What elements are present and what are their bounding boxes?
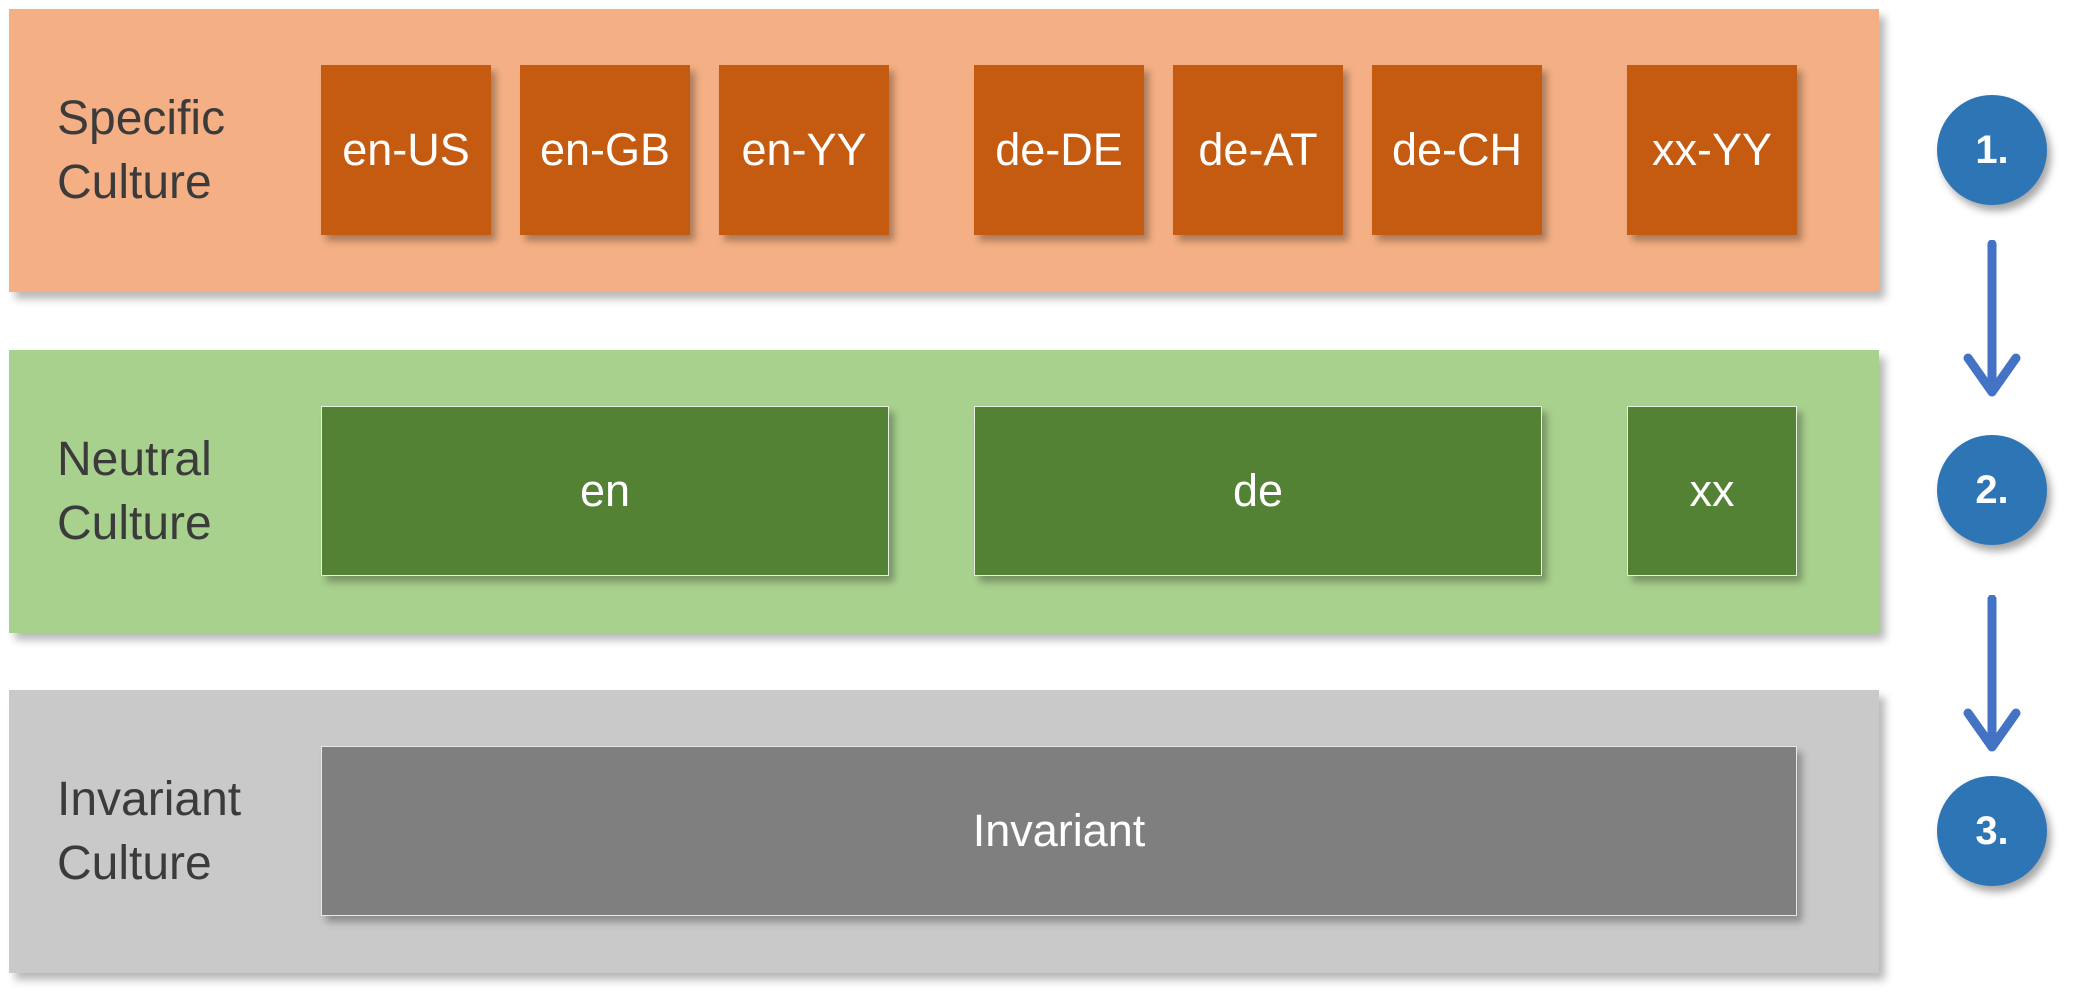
- band-label-line2: Culture: [57, 497, 212, 550]
- culture-box-en: en: [321, 406, 889, 576]
- invariant-culture-band: Invariant Culture Invariant: [9, 690, 1879, 973]
- culture-box-de: de: [974, 406, 1542, 576]
- culture-box-de-de: de-DE: [974, 65, 1144, 235]
- neutral-culture-band: Neutral Culture en de xx: [9, 350, 1879, 633]
- culture-box-de-at: de-AT: [1173, 65, 1343, 235]
- band-label-line1: Invariant: [57, 773, 242, 826]
- culture-box-xx: xx: [1627, 406, 1797, 576]
- invariant-culture-label: Invariant Culture: [57, 768, 241, 896]
- step-2-circle: 2.: [1937, 435, 2047, 545]
- down-arrow-icon: [1963, 595, 2021, 752]
- culture-box-en-gb: en-GB: [520, 65, 690, 235]
- culture-box-xx-yy: xx-YY: [1627, 65, 1797, 235]
- band-label-line1: Specific: [57, 92, 226, 145]
- culture-box-de-ch: de-CH: [1372, 65, 1542, 235]
- step-3-circle: 3.: [1937, 776, 2047, 886]
- culture-box-en-us: en-US: [321, 65, 491, 235]
- culture-box-en-yy: en-YY: [719, 65, 889, 235]
- step-1-circle: 1.: [1937, 95, 2047, 205]
- neutral-culture-label: Neutral Culture: [57, 428, 212, 556]
- down-arrow-icon: [1963, 240, 2021, 397]
- specific-culture-label: Specific Culture: [57, 87, 225, 215]
- specific-culture-band: Specific Culture en-US en-GB en-YY de-DE…: [9, 9, 1879, 292]
- culture-box-invariant: Invariant: [321, 746, 1797, 916]
- band-label-line1: Neutral: [57, 433, 212, 486]
- band-label-line2: Culture: [57, 156, 212, 209]
- band-label-line2: Culture: [57, 837, 212, 890]
